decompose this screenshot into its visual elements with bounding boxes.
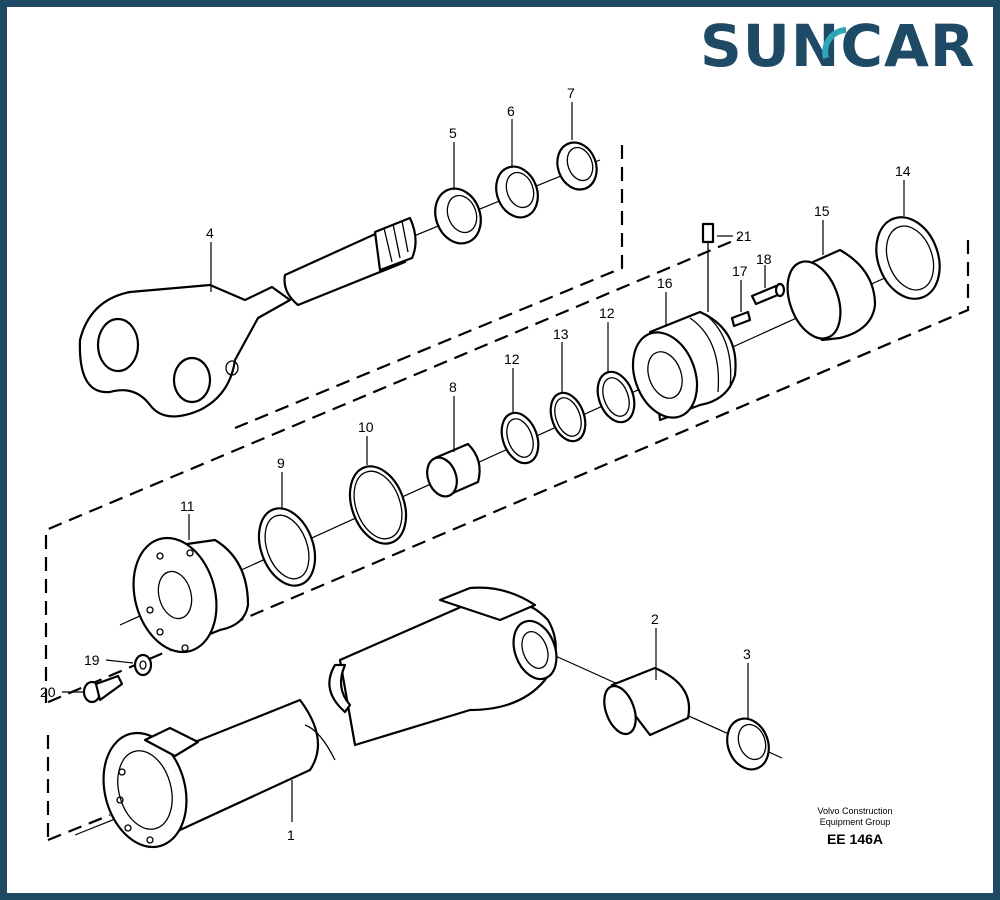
callout-12-outer: 12	[599, 305, 615, 321]
part-piston-rod	[78, 216, 417, 418]
callout-16: 16	[657, 275, 673, 291]
logo-text: SUNCAR	[700, 12, 976, 80]
part-backup-ring-9	[257, 507, 317, 587]
leader-lines	[62, 102, 905, 822]
part-rod-seal-6	[495, 165, 539, 219]
callout-2: 2	[651, 611, 659, 627]
callout-5: 5	[449, 125, 457, 141]
part-bushing	[426, 442, 481, 498]
piston-group-boundary	[44, 236, 970, 705]
suncar-logo: SUNCAR	[700, 12, 976, 80]
callout-19: 19	[84, 652, 100, 668]
callout-20: 20	[40, 684, 56, 700]
part-backup-ring-12a	[596, 370, 636, 424]
callout-4: 4	[206, 225, 214, 241]
part-rod-seal-7	[556, 141, 598, 191]
callout-17: 17	[732, 263, 748, 279]
callout-14: 14	[895, 163, 911, 179]
callout-8: 8	[449, 379, 457, 395]
part-o-ring-10	[348, 465, 408, 545]
logo-accent-icon	[822, 27, 847, 59]
callout-9: 9	[277, 455, 285, 471]
callout-6: 6	[507, 103, 515, 119]
callout-7: 7	[567, 85, 575, 101]
barrel-group-boundary	[46, 735, 111, 842]
callout-labels: 1 2 3 4 5 6 7 8 9 10 11 12 13 12 14 15 1…	[40, 85, 911, 843]
callout-11: 11	[180, 498, 195, 514]
callout-1: 1	[287, 827, 295, 843]
part-washer	[133, 653, 153, 677]
part-piston-seal	[875, 216, 941, 300]
part-screw	[750, 282, 786, 306]
drawing-credit: Volvo Construction Equipment Group EE 14…	[817, 806, 892, 847]
part-cap-screw	[82, 674, 124, 704]
part-grease-nipple	[701, 222, 715, 312]
part-cylinder-barrel	[102, 586, 558, 849]
callout-18: 18	[756, 251, 772, 267]
part-piston	[631, 310, 737, 422]
part-o-ring-13	[549, 391, 587, 443]
drawing-code: EE 146A	[827, 831, 883, 847]
callout-21: 21	[736, 228, 752, 244]
callout-13: 13	[553, 326, 569, 342]
part-piston-ring	[786, 248, 877, 342]
part-backup-ring-12b	[500, 411, 540, 465]
publisher-line-1: Volvo Construction	[817, 806, 892, 816]
rod-group-boundary	[234, 145, 624, 430]
part-end-seal	[726, 717, 770, 771]
part-cylinder-head	[132, 536, 250, 654]
callout-15: 15	[814, 203, 830, 219]
part-pin	[730, 310, 752, 328]
publisher-line-2: Equipment Group	[820, 817, 891, 827]
callout-10: 10	[358, 419, 374, 435]
part-bearing-bushing	[603, 666, 691, 737]
part-rod-seal-5	[434, 187, 482, 245]
callout-12-inner: 12	[504, 351, 520, 367]
callout-3: 3	[743, 646, 751, 662]
